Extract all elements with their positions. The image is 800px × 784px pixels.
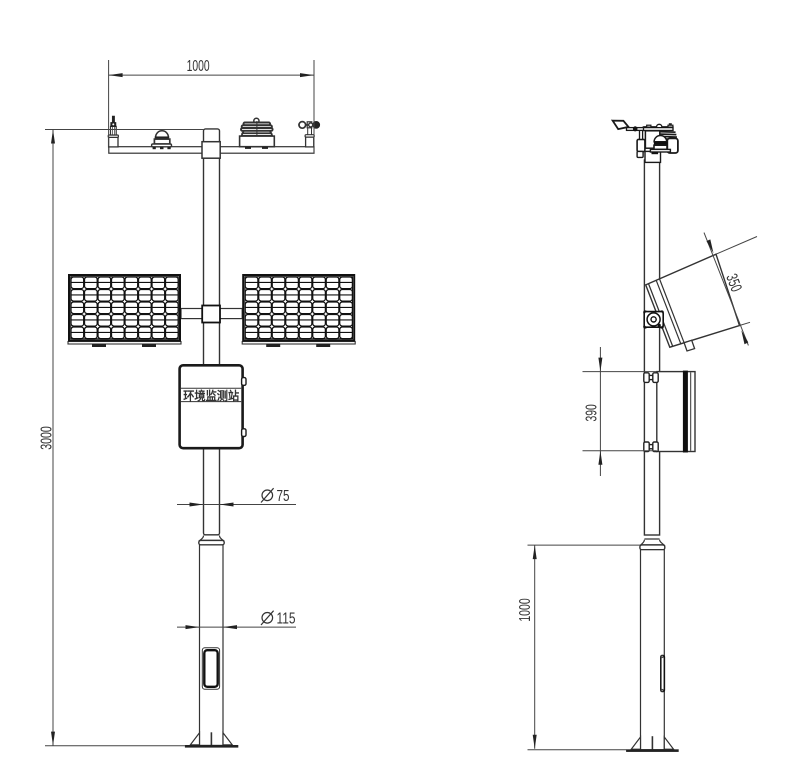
svg-text:75: 75	[277, 488, 290, 505]
svg-text:350: 350	[722, 272, 744, 294]
svg-text:环境监测站: 环境监测站	[183, 388, 239, 403]
svg-text:115: 115	[277, 610, 296, 627]
svg-text:1000: 1000	[187, 58, 210, 75]
svg-text:1000: 1000	[517, 598, 534, 621]
svg-text:390: 390	[583, 404, 600, 421]
svg-text:3000: 3000	[38, 426, 55, 450]
